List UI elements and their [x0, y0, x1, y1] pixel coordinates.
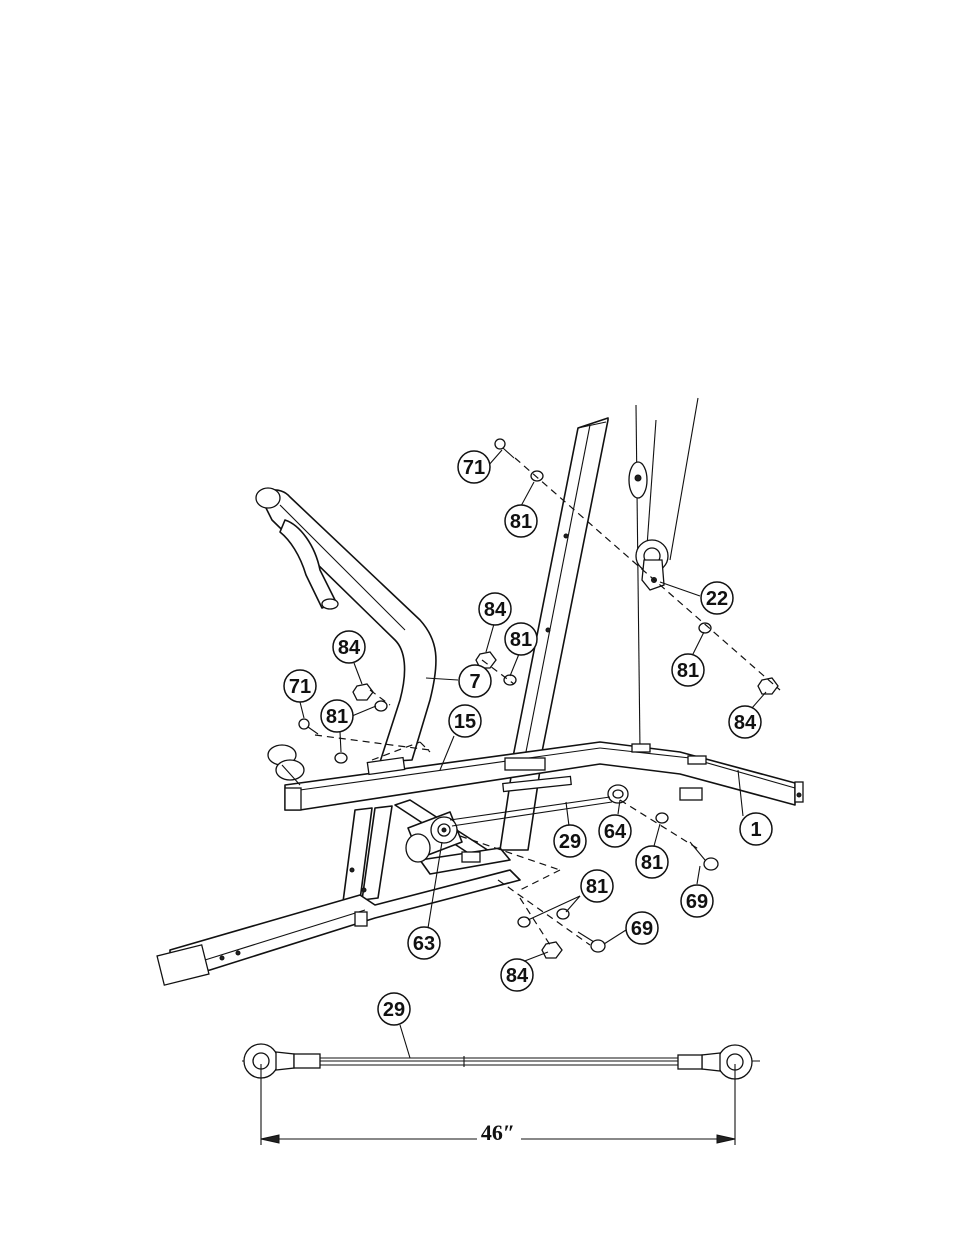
svg-text:84: 84: [484, 599, 507, 621]
svg-text:22: 22: [706, 588, 728, 610]
callout-81-bottom: 81: [580, 869, 614, 903]
cable-length-dimension: 46″: [481, 1120, 515, 1145]
svg-text:29: 29: [383, 999, 405, 1021]
callouts: 71 81 22 84 81 81 84 84: [283, 450, 773, 992]
callout-1: 1: [739, 812, 773, 846]
callout-81-right: 81: [671, 653, 705, 687]
svg-text:15: 15: [454, 711, 476, 733]
svg-text:81: 81: [510, 511, 532, 533]
svg-text:81: 81: [586, 876, 608, 898]
callout-69-bottom: 69: [625, 911, 659, 945]
callout-81-mid: 81: [504, 622, 538, 656]
svg-text:81: 81: [641, 852, 663, 874]
callout-29-upper: 29: [553, 824, 587, 858]
callout-81-top: 81: [504, 504, 538, 538]
svg-text:64: 64: [604, 821, 627, 843]
callout-84-right: 84: [728, 705, 762, 739]
svg-text:1: 1: [750, 819, 761, 841]
callout-84-left: 84: [332, 630, 366, 664]
callout-22: 22: [700, 581, 734, 615]
callout-84-bottom: 84: [500, 958, 534, 992]
cable-detail: 29 46″: [242, 992, 760, 1146]
callout-7: 7: [458, 664, 492, 698]
callout-15: 15: [448, 704, 482, 738]
svg-text:81: 81: [326, 706, 348, 728]
svg-text:84: 84: [734, 712, 757, 734]
svg-text:63: 63: [413, 933, 435, 955]
svg-text:71: 71: [289, 676, 311, 698]
svg-text:69: 69: [686, 891, 708, 913]
leader-lines: [299, 449, 767, 963]
callout-69-right: 69: [680, 884, 714, 918]
callout-81-right-lower: 81: [635, 845, 669, 879]
svg-text:7: 7: [469, 671, 480, 693]
svg-text:84: 84: [338, 637, 361, 659]
callout-63: 63: [407, 926, 441, 960]
callout-64: 64: [598, 814, 632, 848]
callout-71-left: 71: [283, 669, 317, 703]
svg-text:84: 84: [506, 965, 529, 987]
svg-text:69: 69: [631, 918, 653, 940]
svg-text:81: 81: [677, 660, 699, 682]
svg-text:29: 29: [559, 831, 581, 853]
svg-text:81: 81: [510, 629, 532, 651]
callout-81-left: 81: [320, 699, 354, 733]
callout-29-detail: 29: [377, 992, 411, 1026]
callout-71-top: 71: [457, 450, 491, 484]
callout-84-mid: 84: [478, 592, 512, 626]
svg-text:71: 71: [463, 457, 485, 479]
